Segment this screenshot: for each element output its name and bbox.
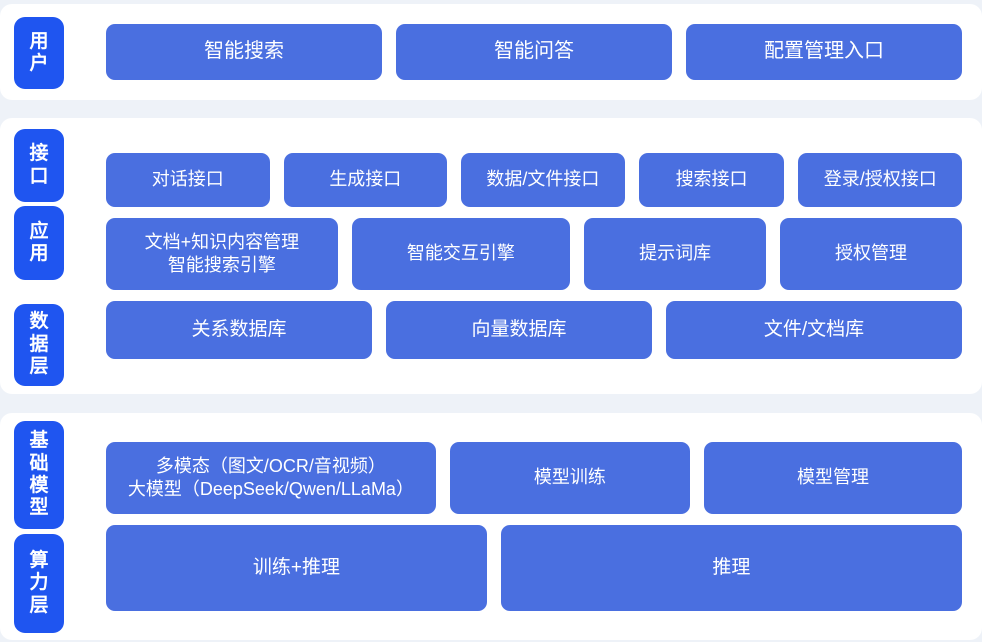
layer-tab-interface-label: 接口 bbox=[29, 143, 49, 187]
layer-tab-application-label: 应用 bbox=[29, 220, 49, 264]
row-user-entries: 智能搜索 智能问答 配置管理入口 bbox=[106, 24, 962, 80]
node-interaction-engine[interactable]: 智能交互引擎 bbox=[351, 218, 571, 290]
node-doc-knowledge-management[interactable]: 文档+知识内容管理 智能搜索引擎 bbox=[106, 218, 338, 290]
node-inference[interactable]: 推理 bbox=[500, 525, 962, 611]
layer-tab-data-label: 数据层 bbox=[29, 311, 49, 378]
layer-tab-user-label: 用户 bbox=[29, 30, 49, 74]
layer-tab-user[interactable]: 用户 bbox=[14, 17, 64, 89]
node-model-management[interactable]: 模型管理 bbox=[703, 442, 962, 514]
section-user: 智能搜索 智能问答 配置管理入口 bbox=[0, 4, 982, 100]
node-file-document-store[interactable]: 文件/文档库 bbox=[666, 301, 962, 359]
layer-tab-compute[interactable]: 算力层 bbox=[14, 534, 64, 633]
layer-tab-compute-label: 算力层 bbox=[29, 549, 49, 616]
row-foundation-models: 多模态（图文/OCR/音视频） 大模型（DeepSeek/Qwen/LLaMa）… bbox=[106, 442, 962, 514]
node-login-auth-api[interactable]: 登录/授权接口 bbox=[798, 153, 963, 207]
section-platform: 对话接口 生成接口 数据/文件接口 搜索接口 登录/授权接口 文档+知识内容管理… bbox=[0, 118, 982, 394]
node-multimodal-large-model[interactable]: 多模态（图文/OCR/音视频） 大模型（DeepSeek/Qwen/LLaMa） bbox=[106, 442, 436, 514]
node-intelligent-search[interactable]: 智能搜索 bbox=[106, 24, 382, 80]
layer-tab-interface[interactable]: 接口 bbox=[14, 129, 64, 202]
node-generation-api[interactable]: 生成接口 bbox=[283, 153, 448, 207]
layer-tab-foundation-model[interactable]: 基础模型 bbox=[14, 421, 64, 529]
node-vector-database[interactable]: 向量数据库 bbox=[386, 301, 652, 359]
node-training-and-inference[interactable]: 训练+推理 bbox=[106, 525, 487, 611]
section-platform-content: 对话接口 生成接口 数据/文件接口 搜索接口 登录/授权接口 文档+知识内容管理… bbox=[92, 118, 976, 394]
section-user-content: 智能搜索 智能问答 配置管理入口 bbox=[92, 4, 976, 100]
node-search-api[interactable]: 搜索接口 bbox=[638, 153, 785, 207]
node-prompt-library[interactable]: 提示词库 bbox=[584, 218, 767, 290]
section-infrastructure-content: 多模态（图文/OCR/音视频） 大模型（DeepSeek/Qwen/LLaMa）… bbox=[92, 413, 976, 640]
section-infrastructure: 多模态（图文/OCR/音视频） 大模型（DeepSeek/Qwen/LLaMa）… bbox=[0, 413, 982, 640]
row-data-stores: 关系数据库 向量数据库 文件/文档库 bbox=[106, 301, 962, 359]
node-relational-database[interactable]: 关系数据库 bbox=[106, 301, 372, 359]
node-authorization-management[interactable]: 授权管理 bbox=[780, 218, 962, 290]
node-dialog-api[interactable]: 对话接口 bbox=[106, 153, 270, 207]
layer-tab-foundation-model-label: 基础模型 bbox=[29, 430, 49, 519]
row-interface-apis: 对话接口 生成接口 数据/文件接口 搜索接口 登录/授权接口 bbox=[106, 153, 963, 207]
node-intelligent-qa[interactable]: 智能问答 bbox=[396, 24, 672, 80]
node-model-training[interactable]: 模型训练 bbox=[449, 442, 690, 514]
layer-tab-application[interactable]: 应用 bbox=[14, 206, 64, 280]
node-config-management-entry[interactable]: 配置管理入口 bbox=[686, 24, 962, 80]
row-application-services: 文档+知识内容管理 智能搜索引擎 智能交互引擎 提示词库 授权管理 bbox=[106, 218, 962, 290]
node-data-file-api[interactable]: 数据/文件接口 bbox=[461, 153, 625, 207]
row-compute-capabilities: 训练+推理 推理 bbox=[106, 525, 962, 611]
layer-tab-data[interactable]: 数据层 bbox=[14, 304, 64, 386]
